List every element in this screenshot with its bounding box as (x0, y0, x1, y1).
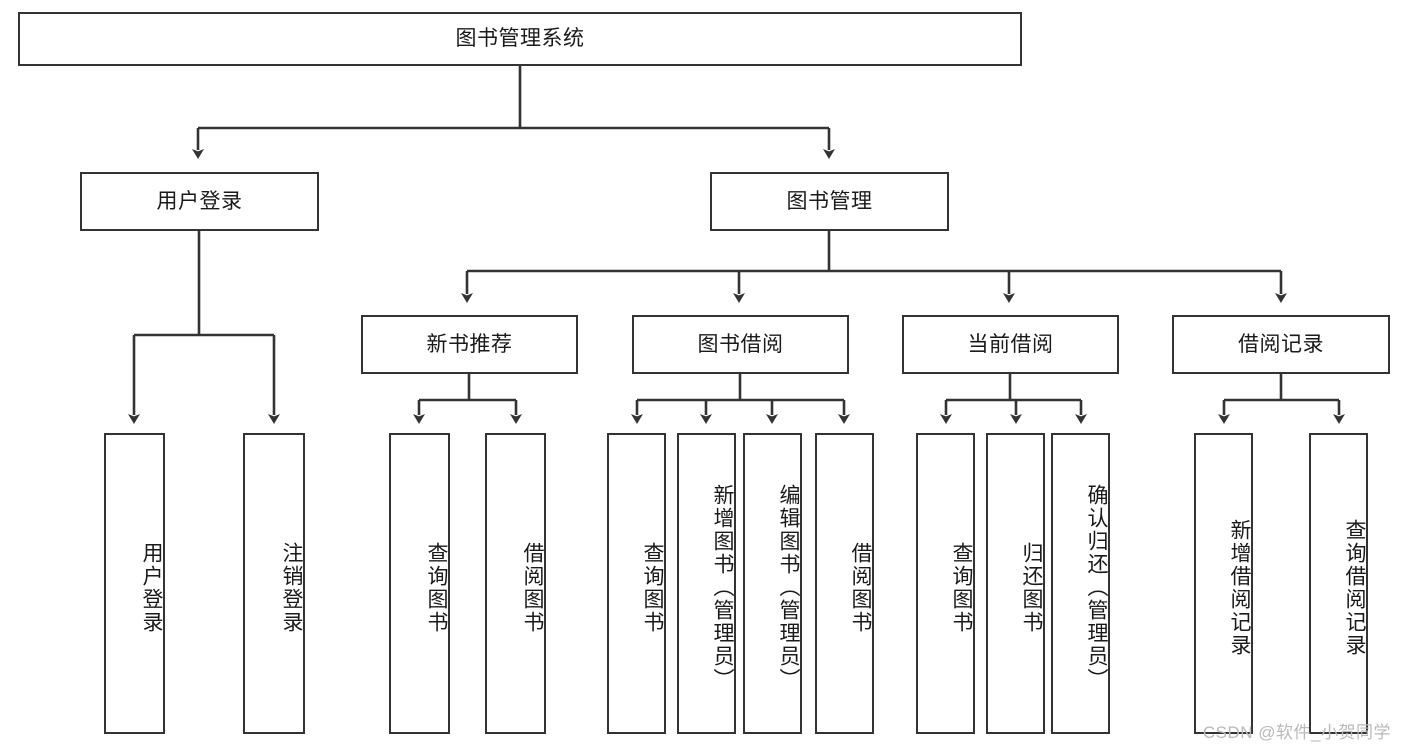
leaf-query-book-1[interactable]: 查询图书 (389, 433, 450, 734)
node-book-manage-label: 图书管理 (786, 189, 873, 213)
leaf-add-book-label: 新增图书（管理员） (711, 484, 734, 691)
watermark: CSDN @软件_小贺同学 (1202, 723, 1391, 742)
node-book-manage[interactable]: 图书管理 (710, 172, 949, 231)
leaf-edit-book-label: 编辑图书（管理员） (777, 484, 800, 691)
leaf-query-borrow-record[interactable]: 查询借阅记录 (1309, 433, 1368, 734)
leaf-add-borrow-record-label: 新增借阅记录 (1228, 518, 1251, 657)
leaf-add-book[interactable]: 新增图书（管理员） (677, 433, 736, 734)
leaf-query-book-2[interactable]: 查询图书 (607, 433, 666, 734)
leaf-borrow-book-1-label: 借阅图书 (521, 541, 544, 634)
leaf-logout-label: 注销登录 (280, 541, 303, 634)
node-root[interactable]: 图书管理系统 (18, 12, 1022, 66)
node-borrow-record-label: 借阅记录 (1238, 332, 1324, 356)
leaf-logout[interactable]: 注销登录 (243, 433, 305, 734)
leaf-return-book-label: 归还图书 (1020, 541, 1043, 634)
node-root-label: 图书管理系统 (455, 27, 585, 51)
leaf-return-book[interactable]: 归还图书 (986, 433, 1045, 734)
node-borrow-record[interactable]: 借阅记录 (1172, 315, 1390, 374)
leaf-query-book-3[interactable]: 查询图书 (916, 433, 975, 734)
node-new-book-recommend[interactable]: 新书推荐 (361, 315, 578, 374)
leaf-add-borrow-record[interactable]: 新增借阅记录 (1194, 433, 1253, 734)
leaf-query-book-1-label: 查询图书 (425, 541, 448, 634)
node-new-book-recommend-label: 新书推荐 (426, 332, 513, 356)
node-user-login-label: 用户登录 (156, 189, 243, 213)
node-book-borrow-label: 图书借阅 (697, 332, 784, 356)
node-current-borrow-label: 当前借阅 (967, 332, 1054, 356)
leaf-user-login-label: 用户登录 (140, 541, 163, 634)
leaf-query-book-3-label: 查询图书 (950, 541, 973, 634)
node-book-borrow[interactable]: 图书借阅 (632, 315, 849, 374)
leaf-query-borrow-record-label: 查询借阅记录 (1343, 518, 1366, 657)
leaf-query-book-2-label: 查询图书 (641, 541, 664, 634)
leaf-confirm-return-label: 确认归还（管理员） (1085, 484, 1108, 691)
leaf-borrow-book-2-label: 借阅图书 (849, 541, 872, 634)
node-current-borrow[interactable]: 当前借阅 (902, 315, 1119, 374)
node-user-login[interactable]: 用户登录 (80, 172, 319, 231)
leaf-borrow-book-2[interactable]: 借阅图书 (815, 433, 874, 734)
leaf-confirm-return[interactable]: 确认归还（管理员） (1051, 433, 1110, 734)
leaf-edit-book[interactable]: 编辑图书（管理员） (743, 433, 802, 734)
leaf-borrow-book-1[interactable]: 借阅图书 (485, 433, 546, 734)
leaf-user-login[interactable]: 用户登录 (104, 433, 165, 734)
